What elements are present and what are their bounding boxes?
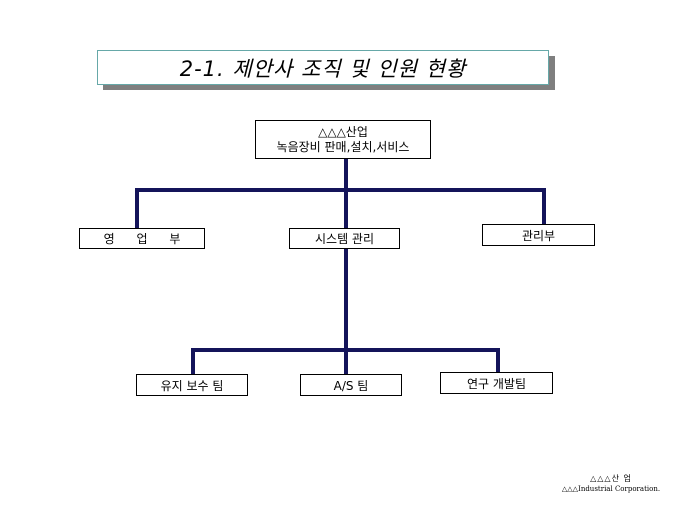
page-title: 2-1. 제안사 조직 및 인원 현황 xyxy=(97,50,549,85)
root-business-desc: 녹음장비 판매,설치,서비스 xyxy=(276,139,410,154)
root-company-name: △△△산업 xyxy=(318,124,368,139)
connector-bottom-bus xyxy=(191,348,500,352)
org-node-admin: 관리부 xyxy=(482,224,595,246)
footer-company: △△△산 업 △△△Industrial Corporation. xyxy=(556,474,666,494)
system-label: 시스템 관리 xyxy=(314,232,374,246)
connector-root-down xyxy=(344,159,348,234)
connector-sales-drop xyxy=(135,188,139,228)
connector-system-down xyxy=(344,248,348,374)
org-node-maintenance: 유지 보수 팀 xyxy=(136,374,248,396)
footer-company-en: △△△Industrial Corporation. xyxy=(561,485,661,493)
rnd-label: 연구 개발팀 xyxy=(466,376,526,391)
org-node-sales: 영 업 부 xyxy=(79,228,205,249)
as-label: A/S 팀 xyxy=(333,378,369,393)
connector-maintenance-drop xyxy=(191,348,195,374)
footer-company-kr: △△△산 업 xyxy=(590,474,632,483)
page-title-text: 2-1. 제안사 조직 및 인원 현황 xyxy=(179,56,467,81)
org-node-as: A/S 팀 xyxy=(300,374,402,396)
maintenance-label: 유지 보수 팀 xyxy=(160,378,224,393)
org-node-system: 시스템 관리 xyxy=(289,228,400,249)
sales-label: 영 업 부 xyxy=(103,232,190,246)
connector-top-bus xyxy=(135,188,546,192)
admin-label: 관리부 xyxy=(521,228,556,243)
org-node-rnd: 연구 개발팀 xyxy=(440,372,553,394)
connector-rnd-drop xyxy=(496,348,500,372)
org-node-root: △△△산업 녹음장비 판매,설치,서비스 xyxy=(255,120,431,159)
connector-admin-drop xyxy=(542,188,546,224)
